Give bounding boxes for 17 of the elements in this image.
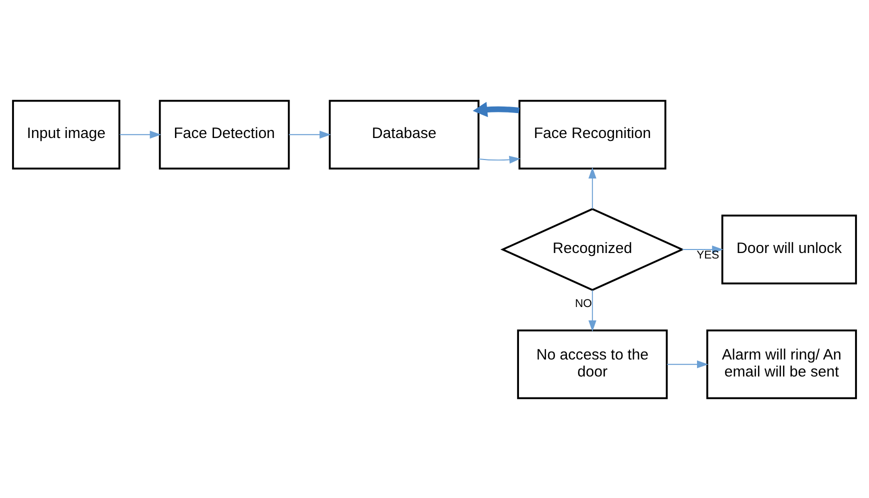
- arrow: [472, 101, 520, 117]
- node-diamond: Recognized: [500, 207, 684, 291]
- node-box: Door will unlock: [721, 214, 857, 284]
- node-box: No access to the door: [517, 329, 668, 399]
- node-box: Alarm will ring/ An email will be sent: [706, 329, 857, 399]
- edge-label: NO: [575, 297, 592, 310]
- arrow: [288, 130, 331, 138]
- node-box: Face Recognition: [518, 99, 666, 169]
- arrow: [478, 155, 521, 164]
- node-box: Input image: [12, 99, 120, 169]
- arrow: [666, 360, 708, 368]
- arrow: [588, 166, 596, 209]
- node-box: Database: [328, 99, 480, 169]
- arrow: [119, 130, 162, 138]
- arrow: [588, 289, 596, 332]
- edge-label: YES: [696, 249, 720, 262]
- node-box: Face Detection: [158, 99, 290, 169]
